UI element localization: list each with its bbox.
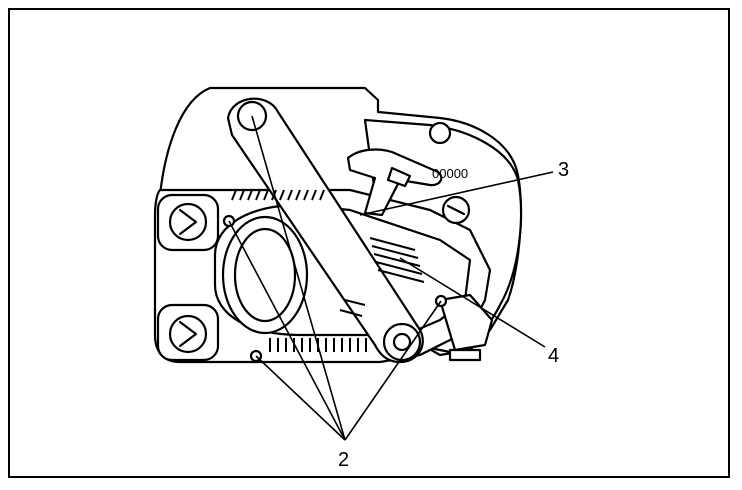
leader-2c <box>255 355 346 441</box>
leader-2d <box>344 300 442 441</box>
callout-4: 4 <box>548 345 560 367</box>
front-handle <box>226 97 424 364</box>
leader-2b <box>228 220 346 441</box>
leader-4 <box>399 257 546 348</box>
leader-3 <box>359 171 554 216</box>
callout-2: 2 <box>338 449 350 471</box>
callout-3: 3 <box>558 159 570 181</box>
leader-2a <box>251 115 346 441</box>
grille-text: 00000 <box>432 166 468 181</box>
